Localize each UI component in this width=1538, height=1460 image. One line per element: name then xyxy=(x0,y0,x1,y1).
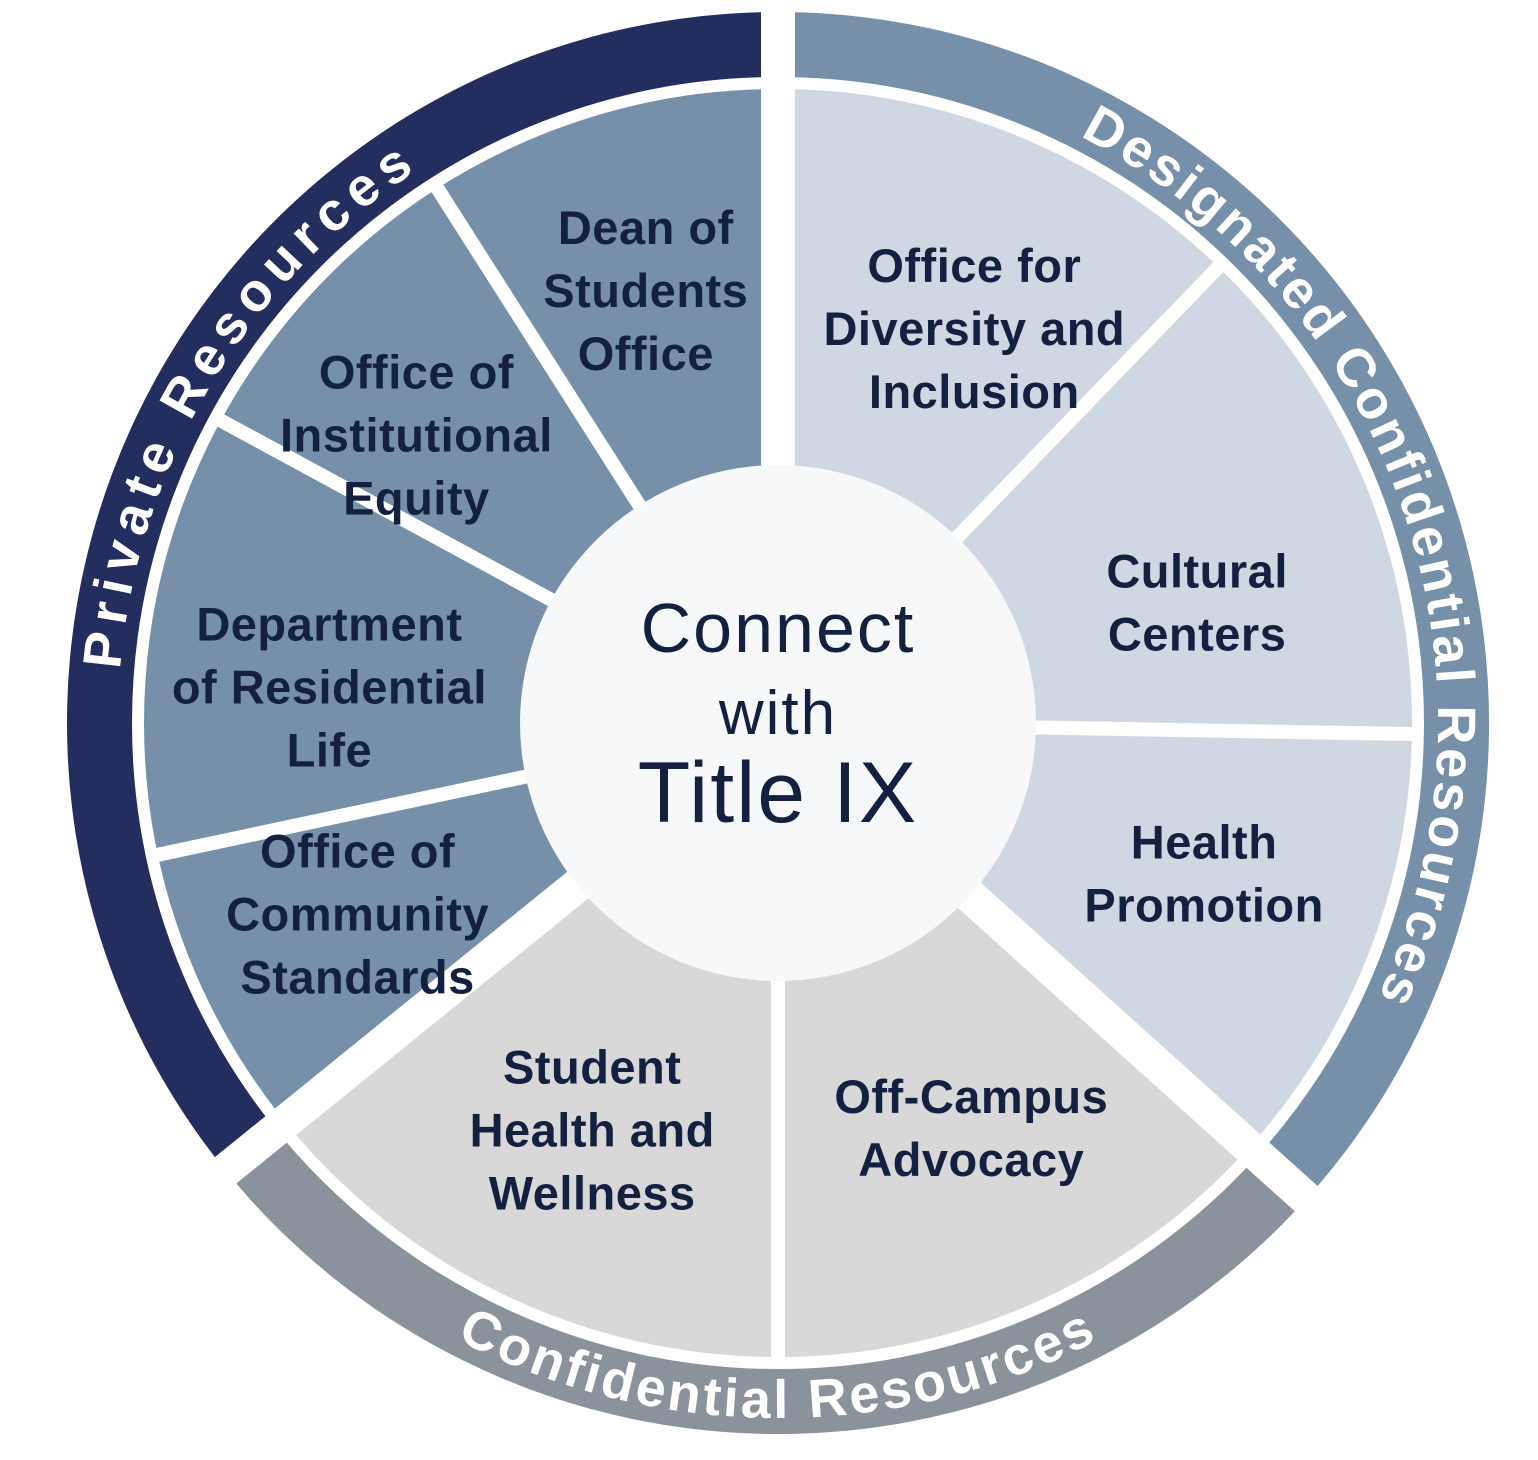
segment-label-line: Diversity and xyxy=(823,302,1125,355)
segment-divider xyxy=(429,181,652,520)
segment-label-line: Life xyxy=(287,724,373,777)
segment-divider xyxy=(943,259,1227,551)
ring-band-private xyxy=(66,11,778,1171)
segment-office-of-institutional-equity xyxy=(212,179,643,603)
segment-label-line: Student xyxy=(503,1041,681,1094)
segment-label-line: Institutional xyxy=(280,408,553,461)
center-title-line-1: Connect xyxy=(641,589,916,667)
segment-divider xyxy=(213,412,566,612)
segment-label-line: Office of xyxy=(319,345,514,398)
ring-divider xyxy=(210,864,598,1188)
segment-label-line: Equity xyxy=(343,471,490,524)
segment-label-line: Centers xyxy=(1108,607,1287,660)
segment-label-line: Department xyxy=(196,598,462,651)
segment-office-of-community-standards xyxy=(148,775,582,1129)
segment-label-line: Dean of xyxy=(558,201,734,254)
segment-office-for-diversity-and-inclusion xyxy=(778,78,1226,541)
segment-cultural-centers xyxy=(953,259,1422,735)
segment-label-line: Advocacy xyxy=(858,1133,1084,1186)
segment-health-promotion xyxy=(966,727,1422,1154)
segment-label-line: of Residential xyxy=(172,661,487,714)
ring-band-confidential xyxy=(225,1128,1307,1435)
segment-label-line: Community xyxy=(226,888,489,941)
center-title-line-2: with xyxy=(718,679,837,748)
segment-label-line: Health and xyxy=(470,1104,715,1157)
segment-label-line: Office of xyxy=(260,825,455,878)
segment-dean-of-students-office xyxy=(432,79,778,510)
segment-divider xyxy=(1023,720,1417,742)
segment-label-line: Wellness xyxy=(489,1167,696,1220)
center-title-line-3: Title IX xyxy=(638,745,918,841)
segment-label-line: Students xyxy=(543,264,748,317)
ring-band-designated-confidential xyxy=(778,11,1490,1199)
segment-label-line: Cultural xyxy=(1106,544,1288,597)
segment-label-line: Inclusion xyxy=(869,365,1080,418)
segment-label-line: Office xyxy=(578,327,714,380)
segment-label-line: Off-Campus xyxy=(834,1070,1108,1123)
segment-divider xyxy=(152,767,539,863)
center-circle xyxy=(520,465,1036,981)
segment-label-line: Standards xyxy=(240,951,474,1004)
segment-department-of-residential-life xyxy=(134,415,556,857)
segment-label-line: Promotion xyxy=(1084,878,1323,931)
segment-label-line: Health xyxy=(1131,815,1278,868)
ring-divider xyxy=(949,874,1323,1216)
segment-label-line: Office for xyxy=(867,239,1081,292)
